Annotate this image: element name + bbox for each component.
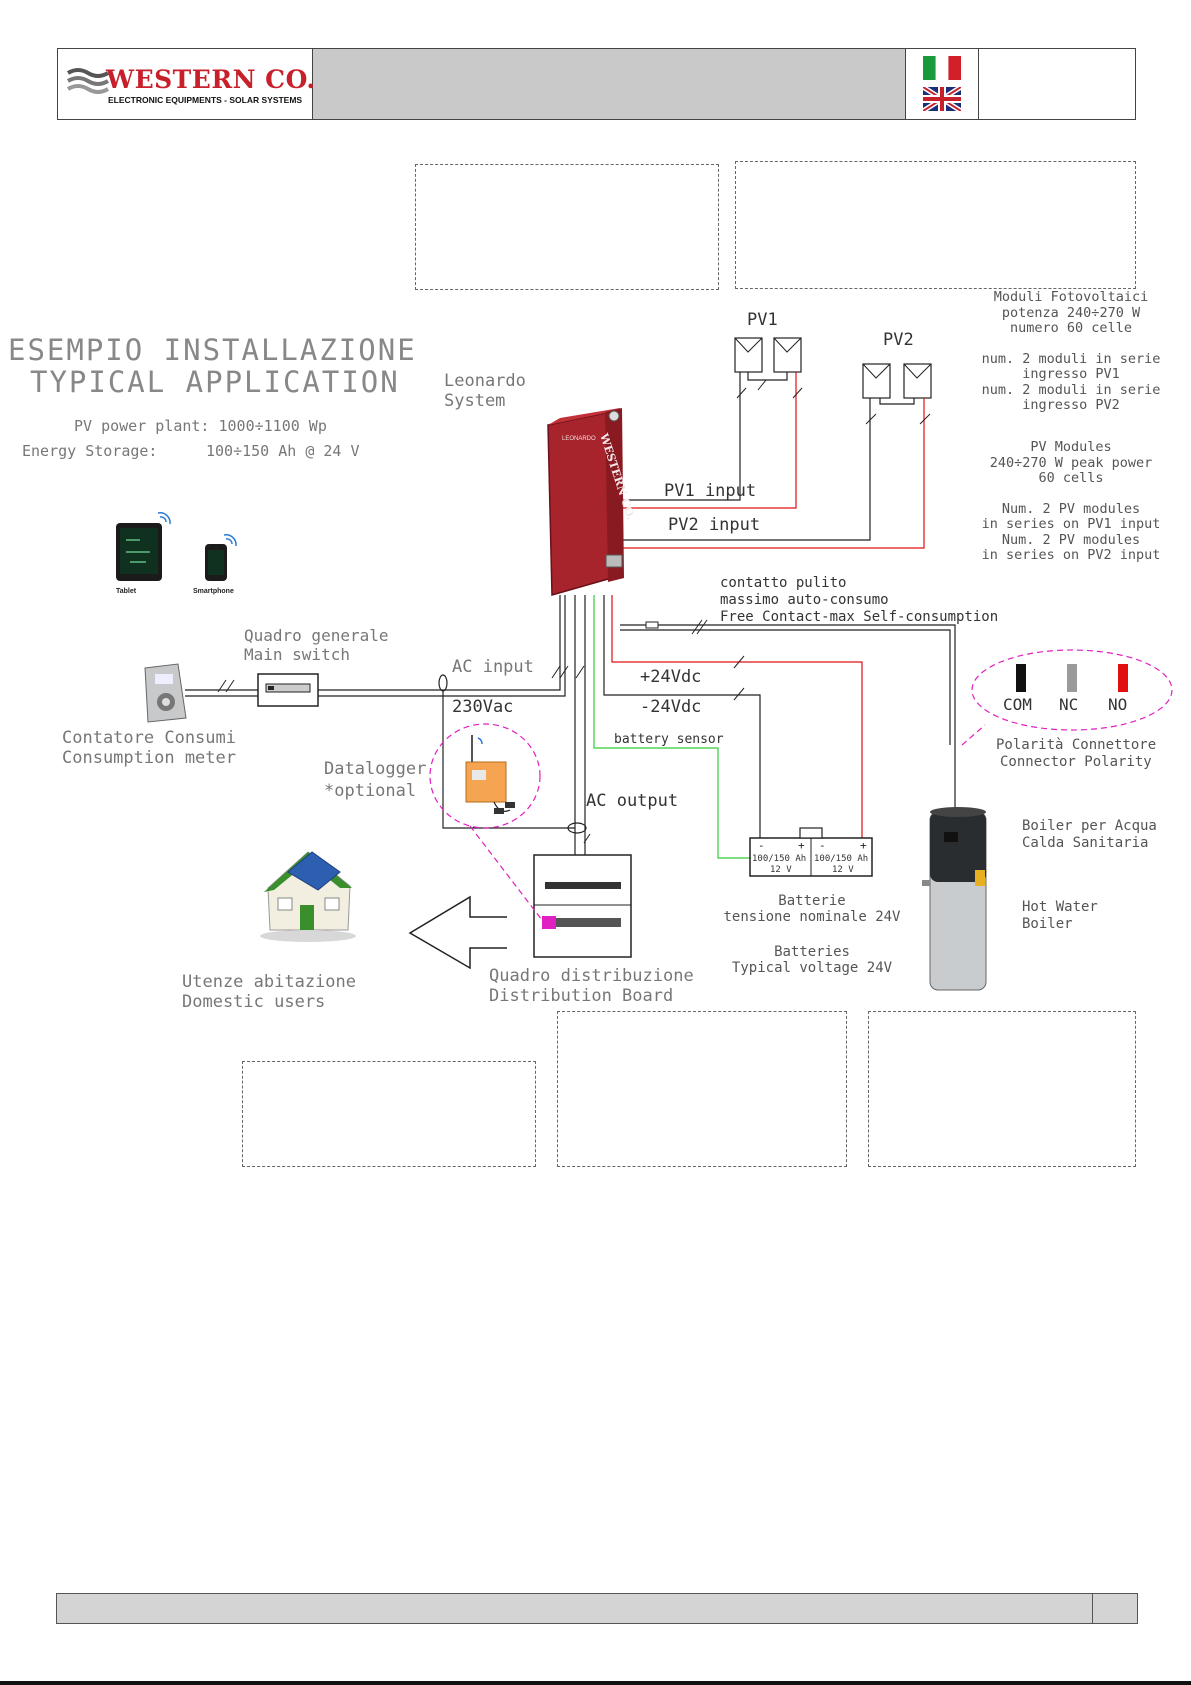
plus24-label: +24Vdc xyxy=(640,667,702,687)
optional-label: *optional xyxy=(324,781,417,801)
boiler-it-2: Calda Sanitaria xyxy=(1022,835,1149,851)
placeholder-box-3 xyxy=(242,1061,536,1167)
no-label: NO xyxy=(1108,695,1128,714)
title-english: TYPICAL APPLICATION xyxy=(30,365,400,399)
energy-storage-value: 100÷150 Ah @ 24 V xyxy=(206,442,360,460)
house-icon xyxy=(260,851,356,942)
battery-1-capacity: 100/150 Ah xyxy=(752,854,806,864)
main-switch-en: Main switch xyxy=(244,645,350,664)
no-connector-icon xyxy=(1118,664,1128,692)
pv2-panel-group xyxy=(862,363,932,432)
pv1-label: PV1 xyxy=(747,310,778,330)
energy-storage-label: Energy Storage: xyxy=(22,442,158,460)
placeholder-box-1 xyxy=(415,164,719,290)
battery-1-minus: - xyxy=(758,839,765,852)
logo-waves-icon xyxy=(66,68,110,94)
dist-board-it: Quadro distribuzione xyxy=(489,966,694,986)
page-header: WESTERN CO. ELECTRONIC EQUIPMENTS - SOLA… xyxy=(57,48,1136,120)
battery-bank-icon: - + - + 100/150 Ah 12 V 100/150 Ah 12 V xyxy=(749,827,873,877)
battery-1-voltage: 12 V xyxy=(770,865,792,875)
connector-polarity-highlight xyxy=(971,649,1173,731)
battery-2-capacity: 100/150 Ah xyxy=(814,854,868,864)
com-connector-icon xyxy=(1016,664,1026,692)
vac-label: 230Vac xyxy=(452,697,514,717)
battery-sensor-label: battery sensor xyxy=(614,732,724,747)
com-label: COM xyxy=(1003,695,1032,714)
pv2-module-1-icon xyxy=(862,363,891,399)
placeholder-box-2 xyxy=(735,161,1136,289)
tablet-icon xyxy=(116,512,171,581)
bottom-edge xyxy=(0,1681,1191,1685)
footer-page-number xyxy=(1092,1594,1137,1623)
contact-it-1: contatto pulito xyxy=(720,575,847,591)
datalogger-label: Datalogger xyxy=(324,759,427,779)
battery-2-plus: + xyxy=(860,839,867,852)
ac-input-label: AC input xyxy=(452,657,534,677)
meter-it: Contatore Consumi xyxy=(62,728,236,748)
smartphone-label: Smartphone xyxy=(193,588,234,595)
contact-en: Free Contact-max Self-consumption xyxy=(720,609,999,625)
nc-label: NC xyxy=(1059,695,1079,714)
pv1-input-label: PV1 input xyxy=(664,481,757,501)
pv-notes-italian: Moduli Fotovoltaici potenza 240÷270 W nu… xyxy=(981,289,1161,414)
placeholder-box-5 xyxy=(868,1011,1136,1167)
pv2-input-label: PV2 input xyxy=(668,515,761,535)
consumption-meter-icon xyxy=(144,663,187,723)
leonardo-inverter-icon: WESTERN CO. LEONARDO xyxy=(547,408,637,596)
leonardo-label-1: Leonardo xyxy=(444,371,526,391)
boiler-en-1: Hot Water xyxy=(1022,899,1098,915)
pv1-module-1-icon xyxy=(734,337,763,373)
hot-water-boiler-icon xyxy=(922,807,987,991)
italy-flag-icon[interactable] xyxy=(923,56,961,80)
main-switch-it: Quadro generale xyxy=(244,626,389,645)
main-switch-icon xyxy=(257,673,319,707)
ac-output-label: AC output xyxy=(586,791,679,811)
smartphone-icon xyxy=(205,534,237,581)
distribution-board-icon xyxy=(533,854,632,958)
dist-board-en: Distribution Board xyxy=(489,986,674,1006)
nc-connector-icon xyxy=(1067,664,1077,692)
battery-2-minus: - xyxy=(819,839,826,852)
contact-it-2: massimo auto-consumo xyxy=(720,592,889,608)
battery-1-plus: + xyxy=(798,839,805,852)
company-logo: WESTERN CO. ELECTRONIC EQUIPMENTS - SOLA… xyxy=(58,49,316,119)
placeholder-box-4 xyxy=(557,1011,847,1167)
title-italian: ESEMPIO INSTALLAZIONE xyxy=(8,333,417,367)
users-en: Domestic users xyxy=(182,992,326,1012)
battery-it: Batterie tensione nominale 24V xyxy=(723,893,901,926)
logo-tagline: ELECTRONIC EQUIPMENTS - SOLAR SYSTEMS xyxy=(108,95,303,105)
users-it: Utenze abitazione xyxy=(182,972,356,992)
pv-power-label: PV power plant: 1000÷1100 Wp xyxy=(74,417,327,435)
datalogger-device-icon xyxy=(465,735,515,814)
leonardo-label-2: System xyxy=(444,391,506,411)
pv2-label: PV2 xyxy=(883,330,914,350)
polarity-it: Polarità Connettore xyxy=(996,737,1157,753)
header-title-area xyxy=(313,49,906,119)
logo-name: WESTERN CO. xyxy=(106,65,316,94)
arrow-to-house-icon xyxy=(408,895,507,970)
meter-en: Consumption meter xyxy=(62,748,236,768)
uk-flag-icon[interactable] xyxy=(923,87,961,111)
battery-2-voltage: 12 V xyxy=(832,865,854,875)
pv1-module-2-icon xyxy=(773,337,802,373)
polarity-en: Connector Polarity xyxy=(1000,754,1152,770)
svg-text:LEONARDO: LEONARDO xyxy=(562,436,596,442)
pv1-panel-group xyxy=(734,337,803,399)
pv-notes-english: PV Modules 240÷270 W peak power 60 cells… xyxy=(981,439,1161,564)
tablet-label: Tablet xyxy=(116,588,137,595)
battery-en: Batteries Typical voltage 24V xyxy=(731,944,893,977)
boiler-en-2: Boiler xyxy=(1022,916,1073,932)
datalogger-highlight xyxy=(429,723,541,829)
page-footer xyxy=(56,1593,1138,1624)
pv2-module-2-icon xyxy=(903,363,932,399)
boiler-it-1: Boiler per Acqua xyxy=(1022,818,1157,834)
minus24-label: -24Vdc xyxy=(640,697,702,717)
language-flags xyxy=(906,49,979,119)
